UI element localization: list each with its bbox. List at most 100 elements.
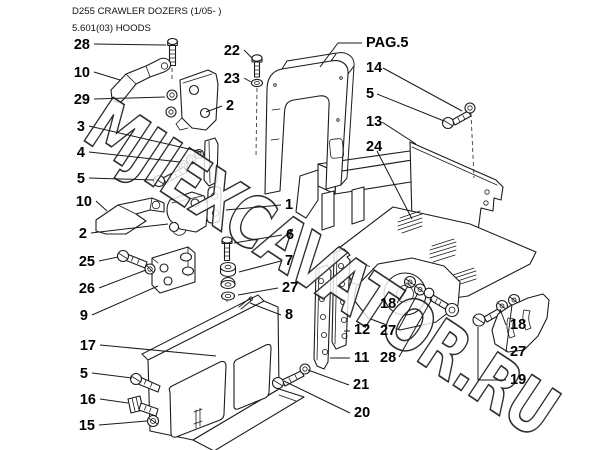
leader-23 bbox=[243, 77, 252, 83]
rail-12 bbox=[331, 248, 351, 350]
callout-20: 20 bbox=[354, 405, 370, 421]
callout-6: 6 bbox=[286, 227, 294, 243]
washer-18-right bbox=[495, 299, 509, 313]
leader-13 bbox=[381, 121, 417, 145]
leader-3 bbox=[88, 125, 203, 153]
callout-4: 4 bbox=[77, 145, 85, 161]
plate-1 bbox=[206, 185, 222, 224]
callout-5-left: 5 bbox=[77, 171, 85, 187]
callout-18-right: 18 bbox=[510, 317, 526, 333]
callout-14: 14 bbox=[366, 60, 382, 76]
washer-14 bbox=[464, 102, 476, 114]
leader-page-ref bbox=[319, 42, 362, 68]
bolt-22 bbox=[251, 54, 263, 157]
callout-9: 9 bbox=[80, 308, 88, 324]
catalog-section: 5.601(03) HOODS bbox=[72, 23, 151, 34]
leader-7 bbox=[238, 260, 282, 273]
bushings-7 bbox=[219, 261, 237, 290]
callout-22: 22 bbox=[224, 43, 240, 59]
bolt-16 bbox=[127, 395, 159, 417]
bolt-28-right bbox=[423, 287, 449, 310]
bracket-10-lower bbox=[95, 197, 165, 235]
callout-7: 7 bbox=[285, 253, 293, 269]
leader-18-right bbox=[499, 308, 507, 326]
leader-25 bbox=[98, 256, 119, 262]
leader-14 bbox=[382, 67, 463, 112]
leader-27-left bbox=[397, 292, 419, 331]
hood-frame bbox=[264, 52, 355, 195]
leader-1 bbox=[225, 204, 282, 211]
callout-8: 8 bbox=[285, 307, 293, 323]
parts-drawing bbox=[95, 37, 550, 450]
callout-18-left: 18 bbox=[380, 296, 396, 312]
leader-16 bbox=[99, 398, 129, 404]
callout-2-mid: 2 bbox=[226, 98, 234, 114]
callout-26: 26 bbox=[79, 281, 95, 297]
leader-22 bbox=[243, 49, 253, 59]
callout-10-mid: 10 bbox=[76, 194, 92, 210]
strip-3 bbox=[203, 137, 219, 187]
callout-3: 3 bbox=[77, 119, 85, 135]
callout-page-ref: PAG.5 bbox=[366, 35, 408, 51]
washer-21 bbox=[299, 363, 311, 375]
callouts-layer: 2810293451022526917516152223216727812112… bbox=[74, 35, 526, 434]
bracket-9 bbox=[151, 246, 196, 294]
nut-15 bbox=[146, 414, 160, 428]
callout-13: 13 bbox=[366, 114, 382, 130]
leader-26 bbox=[98, 269, 147, 289]
latch-plate bbox=[353, 257, 461, 331]
leader-8 bbox=[249, 302, 282, 316]
washer-23 bbox=[250, 78, 264, 88]
leader-28-top bbox=[93, 43, 167, 46]
bolt-5-bottom bbox=[129, 372, 161, 393]
hinge-2-lower bbox=[166, 191, 209, 236]
callout-28-top: 28 bbox=[74, 37, 90, 53]
callout-12: 12 bbox=[354, 322, 370, 338]
callout-10-top: 10 bbox=[74, 65, 90, 81]
bolt-28 bbox=[167, 37, 178, 82]
leader-2-left bbox=[90, 223, 169, 234]
bolt-5-right bbox=[441, 110, 475, 179]
callout-16: 16 bbox=[80, 392, 96, 408]
hood-panel-17 bbox=[141, 294, 305, 450]
leader-27-right bbox=[505, 304, 513, 353]
hinge-plate-2-upper bbox=[175, 69, 219, 131]
leader-20 bbox=[283, 380, 351, 414]
callout-5-right: 5 bbox=[366, 86, 374, 102]
catalog-title: D255 CRAWLER DOZERS (1/05- ) bbox=[72, 6, 221, 17]
callout-23: 23 bbox=[224, 71, 240, 87]
callout-27-left: 27 bbox=[380, 323, 396, 339]
callout-17: 17 bbox=[80, 338, 96, 354]
bolt-5-left bbox=[152, 166, 188, 188]
rail-11 bbox=[313, 264, 332, 370]
callout-1: 1 bbox=[285, 197, 293, 213]
callout-19: 19 bbox=[510, 372, 526, 388]
washer-27-left bbox=[413, 283, 427, 296]
leader-24 bbox=[376, 150, 413, 220]
leader-9 bbox=[91, 285, 159, 316]
callout-29: 29 bbox=[74, 92, 90, 108]
leader-28-right bbox=[398, 298, 433, 358]
leader-29 bbox=[93, 96, 166, 100]
bolt-19 bbox=[472, 308, 502, 327]
leader-10-top bbox=[93, 71, 121, 81]
leader-17 bbox=[99, 344, 217, 357]
callout-27-mid: 27 bbox=[282, 280, 298, 296]
washer-26 bbox=[144, 263, 156, 275]
leader-15 bbox=[98, 420, 148, 426]
callout-2-left: 2 bbox=[79, 226, 87, 242]
washer-18-left bbox=[403, 275, 417, 289]
leader-10-mid bbox=[95, 200, 108, 212]
leader-18-left bbox=[396, 285, 409, 304]
leader-4 bbox=[88, 151, 181, 163]
callout-28-right: 28 bbox=[380, 350, 396, 366]
leader-21 bbox=[307, 369, 350, 386]
bolt-25 bbox=[116, 249, 148, 269]
bracket-10-upper bbox=[110, 57, 172, 103]
callout-15: 15 bbox=[79, 418, 95, 434]
leader-5-right bbox=[376, 93, 445, 122]
leader-19 bbox=[477, 327, 506, 381]
callout-24: 24 bbox=[366, 139, 382, 155]
washers-29 bbox=[165, 89, 178, 118]
callout-25: 25 bbox=[79, 254, 95, 270]
